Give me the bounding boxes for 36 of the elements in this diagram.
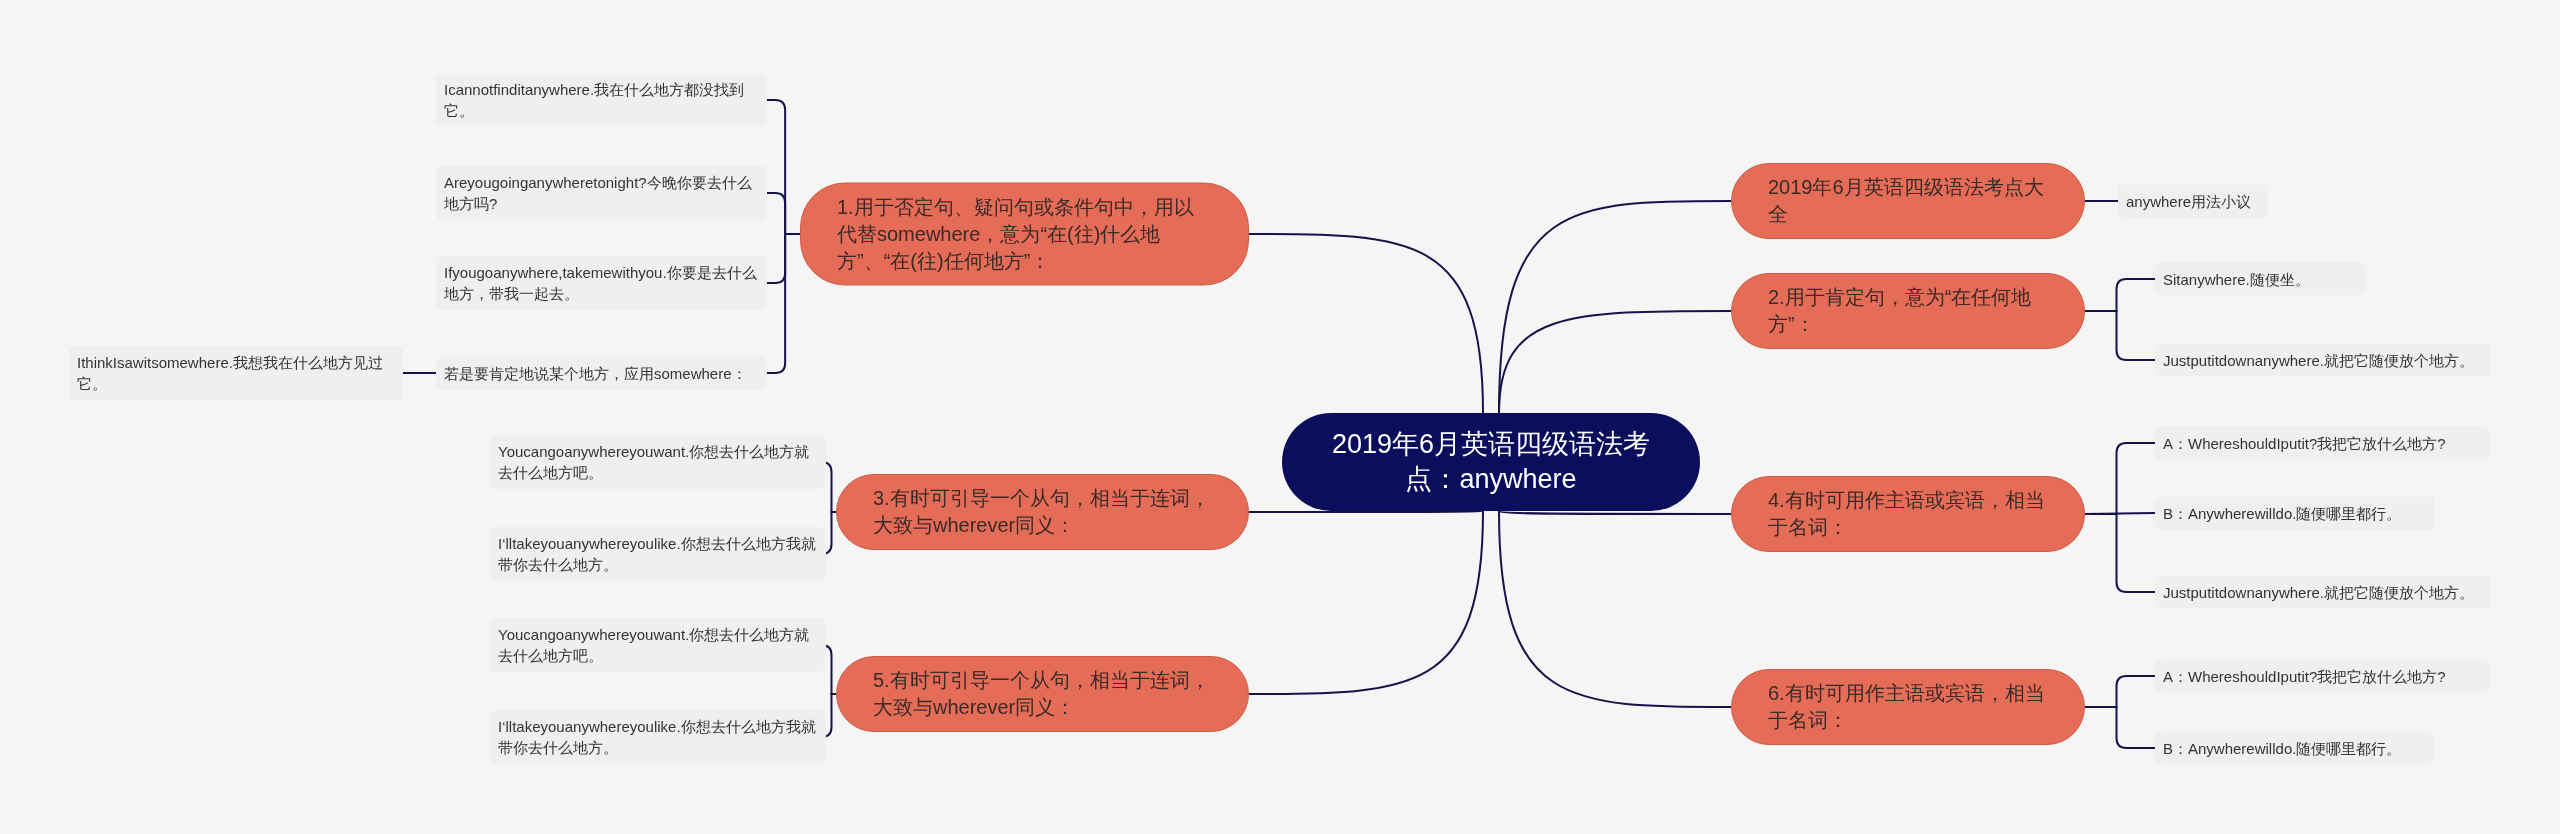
subtopic-card: IthinkIsawitsomewhere.我想我在什么地方见过它。 [69, 346, 403, 400]
connector-line [1498, 510, 1732, 708]
connector-line [402, 372, 437, 374]
connector-line [766, 233, 801, 374]
connector-line [2084, 513, 2156, 593]
topic-bubble: 1.用于否定句、疑问句或条件句中，用以代替somewhere，意为“在(往)什么地方”、“在(往)任何地方”： [800, 182, 1249, 286]
connector-line [2084, 200, 2119, 202]
topic-bubble: 6.有时可用作主语或宾语，相当于名词： [1731, 669, 2085, 745]
subtopic-card: I‘lltakeyouanywhereyoulike.你想去什么地方我就带你去什么地方。 [490, 710, 826, 764]
subtopic-card: anywhere用法小议 [2118, 184, 2268, 218]
connector-line [1248, 510, 1484, 695]
subtopic-card: Ifyougoanywhere,takemewithyou.你要是去什么地方，带我一起去。 [436, 256, 767, 310]
subtopic-card: A：WhereshouldIputit?我把它放什么地方? [2155, 426, 2490, 460]
topic-bubble: 4.有时可用作主语或宾语，相当于名词： [1731, 476, 2085, 552]
subtopic-card: Justputitdownanywhere.就把它随便放个地方。 [2155, 343, 2490, 377]
connector-line [1498, 510, 1732, 515]
subtopic-card: 若是要肯定地说某个地方，应用somewhere： [436, 356, 767, 390]
topic-bubble: 5.有时可引导一个从句，相当于连词，大致与wherever同义： [836, 656, 1249, 732]
subtopic-card: Icannotfinditanywhere.我在什么地方都没找到它。 [436, 73, 767, 127]
subtopic-card: Sitanywhere.随便坐。 [2155, 262, 2365, 296]
subtopic-card: I‘lltakeyouanywhereyoulike.你想去什么地方我就带你去什么地方。 [490, 527, 826, 581]
subtopic-card: Youcangoanywhereyouwant.你想去什么地方就去什么地方吧。 [490, 435, 826, 489]
subtopic-card: Justputitdownanywhere.就把它随便放个地方。 [2155, 575, 2490, 609]
connector-line [2084, 310, 2156, 361]
connector-line [1248, 233, 1484, 414]
subtopic-card: B：Anywherewilldo.随便哪里都行。 [2155, 731, 2435, 765]
central-topic: 2019年6月英语四级语法考点：anywhere [1282, 412, 1700, 512]
subtopic-card: A：WhereshouldIputit?我把它放什么地方? [2155, 659, 2490, 693]
topic-bubble: 3.有时可引导一个从句，相当于连词，大致与wherever同义： [836, 474, 1249, 550]
subtopic-card: B：Anywherewilldo.随便哪里都行。 [2155, 496, 2435, 530]
subtopic-card: Youcangoanywhereyouwant.你想去什么地方就去什么地方吧。 [490, 618, 826, 672]
subtopic-card: Areyougoinganywheretonight?今晚你要去什么地方吗? [436, 166, 767, 220]
topic-bubble: 2019年6月英语四级语法考点大全 [1731, 163, 2085, 239]
connector-line [2084, 706, 2156, 749]
connector-line [1498, 310, 1732, 414]
topic-bubble: 2.用于肯定句，意为“在任何地方”： [1731, 273, 2085, 349]
